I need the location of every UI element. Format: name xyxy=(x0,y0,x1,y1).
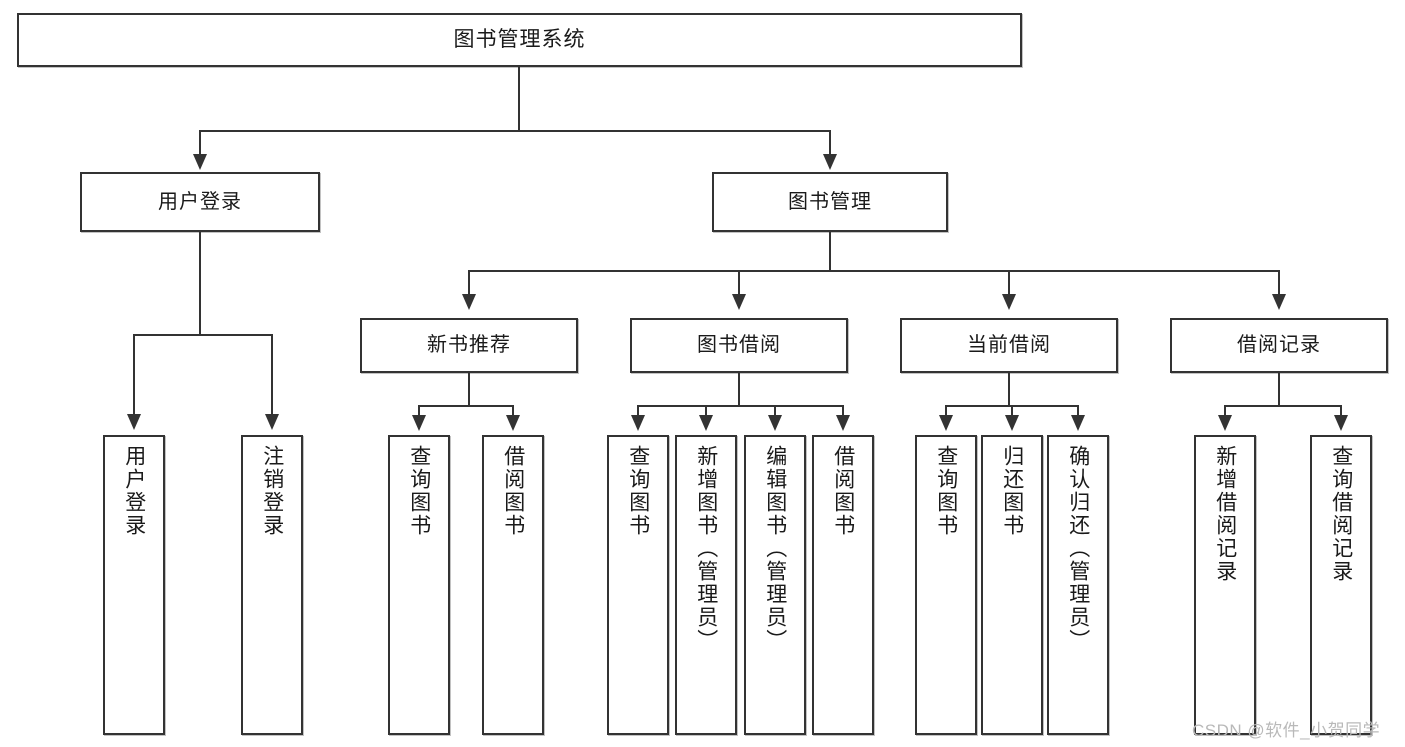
arrowhead-user-login-leaf1 xyxy=(127,414,141,430)
leaf-label: 查询图书 xyxy=(934,445,958,537)
node-label: 当前借阅 xyxy=(967,334,1051,356)
arrowhead-user-login-leaf2 xyxy=(265,414,279,430)
node-book-manage[interactable]: 图书管理 xyxy=(712,172,948,232)
leaf-label: 编辑图书（管理员） xyxy=(763,445,787,652)
connector-drop-book-manage xyxy=(829,130,831,156)
connector-user-login-bus xyxy=(133,334,273,336)
watermark: CSDN @软件_小贺同学 xyxy=(1192,721,1381,740)
arrowhead-new-book-leaf1 xyxy=(412,415,426,431)
leaf-label: 用户登录 xyxy=(122,445,146,537)
leaf-label: 查询借阅记录 xyxy=(1329,445,1353,583)
arrowhead-book-borrow-leaf2 xyxy=(699,415,713,431)
node-borrow-record[interactable]: 借阅记录 xyxy=(1170,318,1388,373)
leaf-confirm-return-admin[interactable]: 确认归还（管理员） xyxy=(1047,435,1109,735)
connector-user-login-leaf2 xyxy=(271,334,273,416)
connector-current-borrow-leaf2 xyxy=(1011,405,1013,417)
leaf-query-borrow-record[interactable]: 查询借阅记录 xyxy=(1310,435,1372,735)
leaf-add-borrow-record[interactable]: 新增借阅记录 xyxy=(1194,435,1256,735)
connector-book-borrow-leaf3 xyxy=(774,405,776,417)
leaf-label: 归还图书 xyxy=(1000,445,1024,537)
connector-level2-bus xyxy=(199,130,830,132)
leaf-add-book-admin[interactable]: 新增图书（管理员） xyxy=(675,435,737,735)
connector-drop-book-borrow xyxy=(738,270,740,296)
node-label: 借阅记录 xyxy=(1237,334,1321,356)
leaf-query-book-recommend[interactable]: 查询图书 xyxy=(388,435,450,735)
node-label: 图书管理系统 xyxy=(453,27,586,51)
connector-current-borrow-leaf3 xyxy=(1077,405,1079,417)
leaf-label: 新增图书（管理员） xyxy=(694,445,718,652)
leaf-label: 查询图书 xyxy=(407,445,431,537)
arrowhead-current-borrow-leaf1 xyxy=(939,415,953,431)
connector-drop-current-borrow xyxy=(1008,270,1010,296)
arrowhead-book-borrow-leaf1 xyxy=(631,415,645,431)
node-user-login[interactable]: 用户登录 xyxy=(80,172,320,232)
leaf-label: 确认归还（管理员） xyxy=(1066,445,1090,652)
connector-new-book-stem xyxy=(468,373,470,407)
node-label: 新书推荐 xyxy=(427,334,511,356)
leaf-label: 注销登录 xyxy=(260,445,284,537)
connector-book-borrow-leaf1 xyxy=(637,405,639,417)
arrowhead-book-borrow xyxy=(732,294,746,310)
connector-user-login-leaf1 xyxy=(133,334,135,416)
connector-drop-user-login xyxy=(199,130,201,156)
connector-book-borrow-stem xyxy=(738,373,740,407)
connector-user-login-stem xyxy=(199,232,201,336)
arrowhead-current-borrow xyxy=(1002,294,1016,310)
arrowhead-book-manage xyxy=(823,154,837,170)
leaf-edit-book-admin[interactable]: 编辑图书（管理员） xyxy=(744,435,806,735)
leaf-query-book-borrow[interactable]: 查询图书 xyxy=(607,435,669,735)
connector-borrow-record-stem xyxy=(1278,373,1280,407)
leaf-label: 新增借阅记录 xyxy=(1213,445,1237,583)
connector-root-stem xyxy=(518,67,520,131)
node-new-book-recommend[interactable]: 新书推荐 xyxy=(360,318,578,373)
arrowhead-new-book xyxy=(462,294,476,310)
node-label: 图书借阅 xyxy=(697,334,781,356)
arrowhead-user-login xyxy=(193,154,207,170)
connector-drop-new-book xyxy=(468,270,470,296)
arrowhead-borrow-record-leaf2 xyxy=(1334,415,1348,431)
leaf-borrow-book-recommend[interactable]: 借阅图书 xyxy=(482,435,544,735)
connector-book-borrow-bus xyxy=(637,405,844,407)
arrowhead-current-borrow-leaf2 xyxy=(1005,415,1019,431)
node-root-system[interactable]: 图书管理系统 xyxy=(17,13,1022,67)
connector-drop-borrow-record xyxy=(1278,270,1280,296)
arrowhead-current-borrow-leaf3 xyxy=(1071,415,1085,431)
connector-borrow-record-bus xyxy=(1224,405,1342,407)
node-label: 图书管理 xyxy=(788,190,872,213)
connector-book-borrow-leaf4 xyxy=(842,405,844,417)
node-label: 用户登录 xyxy=(158,190,242,213)
connector-borrow-record-leaf1 xyxy=(1224,405,1226,417)
leaf-borrow-book[interactable]: 借阅图书 xyxy=(812,435,874,735)
connector-new-book-leaf2 xyxy=(512,405,514,417)
connector-borrow-record-leaf2 xyxy=(1340,405,1342,417)
leaf-label: 查询图书 xyxy=(626,445,650,537)
leaf-return-book[interactable]: 归还图书 xyxy=(981,435,1043,735)
connector-book-borrow-leaf2 xyxy=(705,405,707,417)
leaf-query-book-current[interactable]: 查询图书 xyxy=(915,435,977,735)
connector-level3-bus xyxy=(468,270,1280,272)
leaf-logout[interactable]: 注销登录 xyxy=(241,435,303,735)
node-book-borrow[interactable]: 图书借阅 xyxy=(630,318,848,373)
leaf-user-login[interactable]: 用户登录 xyxy=(103,435,165,735)
node-current-borrow[interactable]: 当前借阅 xyxy=(900,318,1118,373)
connector-new-book-leaf1 xyxy=(418,405,420,417)
arrowhead-book-borrow-leaf4 xyxy=(836,415,850,431)
arrowhead-borrow-record-leaf1 xyxy=(1218,415,1232,431)
connector-current-borrow-stem xyxy=(1008,373,1010,407)
arrowhead-new-book-leaf2 xyxy=(506,415,520,431)
connector-new-book-bus xyxy=(418,405,514,407)
leaf-label: 借阅图书 xyxy=(501,445,525,537)
arrowhead-book-borrow-leaf3 xyxy=(768,415,782,431)
connector-book-manage-stem xyxy=(829,232,831,272)
connector-current-borrow-leaf1 xyxy=(945,405,947,417)
leaf-label: 借阅图书 xyxy=(831,445,855,537)
arrowhead-borrow-record xyxy=(1272,294,1286,310)
